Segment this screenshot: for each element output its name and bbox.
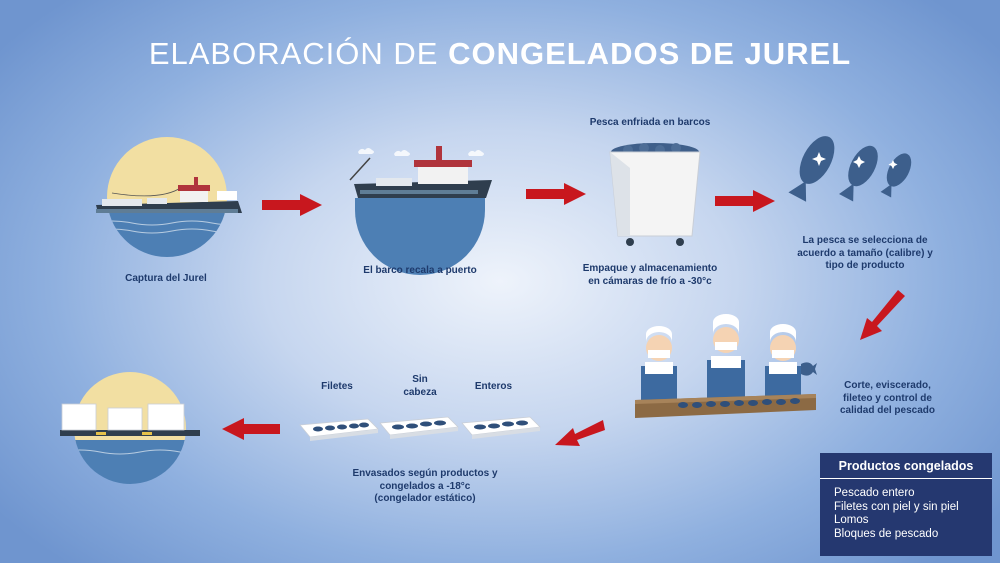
whole-label: Enteros <box>474 381 513 392</box>
port-scene-illustration <box>349 146 492 275</box>
cut-label-line1: Corte, eviscerado, <box>844 380 931 391</box>
flow-arrow-1 <box>262 194 322 216</box>
product-item: Bloques de pescado <box>834 527 939 540</box>
products-list: Pescado entero Filetes con piel y sin pi… <box>820 479 992 541</box>
cut-label: Corte, eviscerado, fileteo y control de … <box>825 380 950 418</box>
shipping-scene-illustration <box>60 372 200 484</box>
products-title: Productos congelados <box>820 453 992 479</box>
cut-label-line2: fileteo y control de <box>843 392 932 404</box>
select-label: La pesca se selecciona de acuerdo a tama… <box>785 235 945 273</box>
selected-fish-illustration <box>788 136 912 202</box>
tray-fillets-illustration <box>299 418 379 441</box>
tray-whole-illustration <box>461 416 541 439</box>
capture-label: Captura del Jurel <box>125 273 207 284</box>
storage-label-line2: en cámaras de frío a -30°c <box>588 275 712 287</box>
select-label-line1: La pesca se selecciona de <box>802 235 928 246</box>
storage-label-line1: Empaque y almacenamiento <box>582 263 718 274</box>
products-box: Productos congelados Pescado entero File… <box>820 453 992 556</box>
fish-bin-illustration <box>609 143 701 246</box>
flow-arrow-3 <box>715 190 775 212</box>
headless-label-line1: Sin <box>412 374 428 385</box>
flow-arrow-4 <box>860 290 905 340</box>
pack-label-line3: (congelador estático) <box>374 493 476 504</box>
workers-illustration <box>635 314 817 418</box>
cut-label-line3: calidad del pescado <box>839 405 936 416</box>
product-item: Lomos <box>834 514 869 526</box>
tray-headless-illustration <box>379 416 459 439</box>
flow-arrow-2 <box>526 183 586 205</box>
headless-label-line2: cabeza <box>403 386 437 398</box>
select-label-line2: acuerdo a tamaño (calibre) y <box>797 247 933 259</box>
page-title: ELABORACIÓN DE CONGELADOS DE JUREL <box>148 36 852 71</box>
fillets-label: Filetes <box>321 381 353 392</box>
storage-label: Empaque y almacenamiento en cámaras de f… <box>570 263 730 288</box>
chilled-label: Pesca enfriada en barcos <box>589 117 711 128</box>
product-item: Pescado entero <box>834 487 915 499</box>
flow-arrow-6 <box>222 418 280 440</box>
port-label: El barco recala a puerto <box>363 265 477 276</box>
pack-label-line2: congelados a -18°c <box>379 480 471 492</box>
headless-label: Sin cabeza <box>395 374 445 399</box>
pack-label-line1: Envasados según productos y <box>352 468 498 479</box>
product-item: Filetes con piel y sin piel <box>834 500 959 513</box>
flow-arrow-5 <box>555 420 605 446</box>
pack-label: Envasados según productos y congelados a… <box>335 468 515 506</box>
capture-scene-illustration <box>96 137 242 257</box>
select-label-line3: tipo de producto <box>825 260 905 271</box>
